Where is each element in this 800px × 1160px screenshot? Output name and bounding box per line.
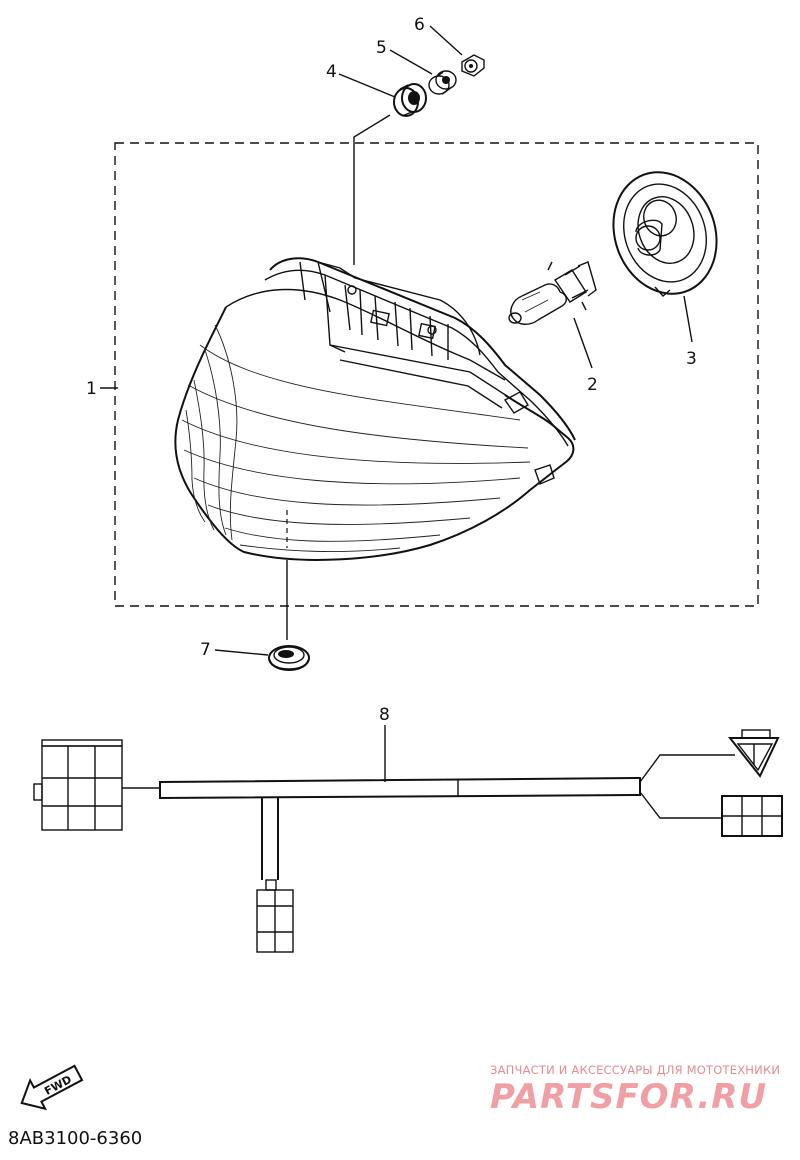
callout-4: 4	[326, 62, 337, 82]
callout-6: 6	[414, 15, 425, 35]
callout-5: 5	[376, 38, 387, 58]
leader-3	[683, 295, 693, 343]
leader-4-to-housing	[353, 114, 391, 265]
part-3-bulb-cover[interactable]	[597, 158, 733, 309]
part-6-bolt[interactable]	[461, 54, 485, 77]
leader-4	[338, 73, 396, 98]
leader-5	[389, 49, 433, 75]
part-7-grommet[interactable]	[268, 645, 310, 671]
part-5-collar[interactable]	[428, 70, 457, 95]
part-4-grommet[interactable]	[393, 83, 427, 117]
watermark-tagline: ЗАПЧАСТИ И АКСЕССУАРЫ ДЛЯ МОТОТЕХНИКИ	[490, 1063, 781, 1077]
watermark-brand: PARTSFOR.RU	[490, 1077, 768, 1117]
part-8-wire-harness[interactable]	[33, 729, 783, 953]
assembly-boundary	[114, 142, 759, 607]
fwd-arrow-icon: FWD	[20, 1064, 84, 1111]
leader-6	[429, 25, 463, 56]
part-1-headlight-assembly[interactable]	[174, 257, 576, 561]
callout-3: 3	[686, 349, 697, 369]
callout-8: 8	[379, 705, 390, 725]
diagram-part-code: 8AB3100-6360	[8, 1128, 143, 1149]
part-2-bulb[interactable]	[508, 261, 597, 325]
fwd-label: FWD	[42, 1073, 74, 1098]
callout-2: 2	[587, 375, 598, 395]
callout-1: 1	[86, 379, 97, 399]
leader-2	[573, 317, 593, 369]
leader-7	[214, 649, 269, 656]
callout-7: 7	[200, 640, 211, 660]
